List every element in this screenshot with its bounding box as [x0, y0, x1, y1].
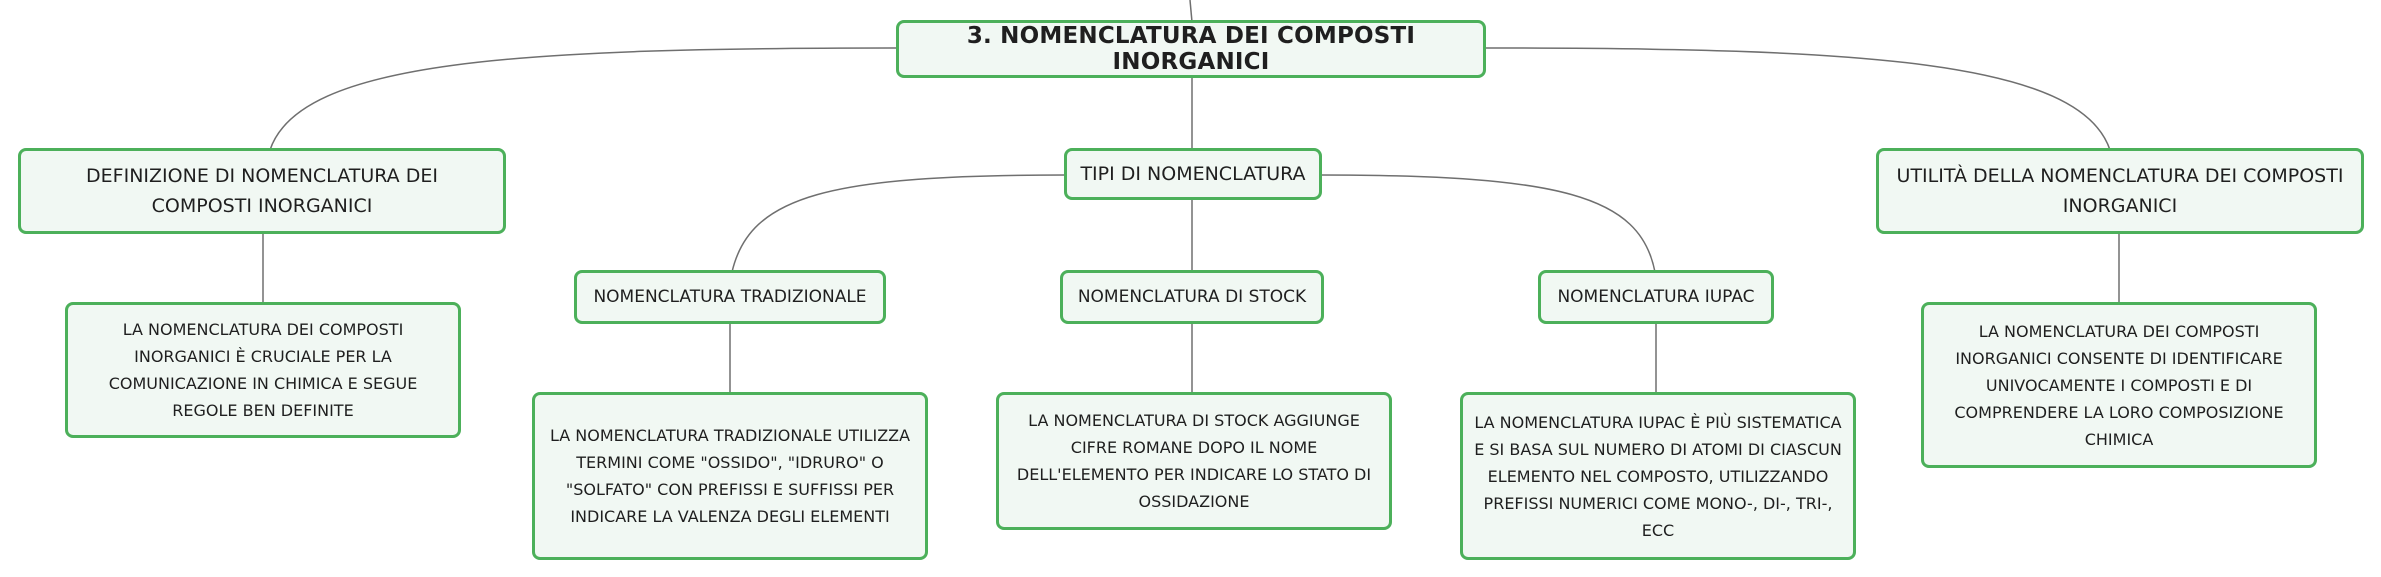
detail-definizione[interactable]: LA NOMENCLATURA DEI COMPOSTI INORGANICI …	[65, 302, 461, 438]
detail-iupac-text: LA NOMENCLATURA IUPAC È PIÙ SISTEMATICA …	[1474, 412, 1842, 540]
branch-tipi-label: TIPI DI NOMENCLATURA	[1080, 163, 1306, 185]
branch-definizione[interactable]: DEFINIZIONE DI NOMENCLATURA DEI COMPOSTI…	[18, 148, 506, 234]
detail-iupac[interactable]: LA NOMENCLATURA IUPAC È PIÙ SISTEMATICA …	[1460, 392, 1856, 560]
detail-utilita-text: LA NOMENCLATURA DEI COMPOSTI INORGANICI …	[1954, 321, 2284, 449]
detail-utilita[interactable]: LA NOMENCLATURA DEI COMPOSTI INORGANICI …	[1921, 302, 2317, 468]
connector-root-to-definizione	[269, 47, 899, 151]
subbranch-tradizionale[interactable]: NOMENCLATURA TRADIZIONALE	[574, 270, 886, 324]
connector-root-to-utilita	[1483, 47, 2111, 151]
detail-definizione-text: LA NOMENCLATURA DEI COMPOSTI INORGANICI …	[108, 320, 418, 420]
subbranch-stock[interactable]: NOMENCLATURA DI STOCK	[1060, 270, 1324, 324]
detail-stock[interactable]: LA NOMENCLATURA DI STOCK AGGIUNGE CIFRE …	[996, 392, 1392, 530]
subbranch-tradizionale-label: NOMENCLATURA TRADIZIONALE	[593, 287, 867, 307]
subbranch-iupac[interactable]: NOMENCLATURA IUPAC	[1538, 270, 1774, 324]
branch-tipi[interactable]: TIPI DI NOMENCLATURA	[1064, 148, 1322, 200]
detail-stock-text: LA NOMENCLATURA DI STOCK AGGIUNGE CIFRE …	[1016, 411, 1372, 511]
branch-utilita-label: UTILITÀ DELLA NOMENCLATURA DEI COMPOSTI …	[1896, 165, 2344, 217]
detail-tradizionale-text: LA NOMENCLATURA TRADIZIONALE UTILIZZA TE…	[549, 426, 911, 526]
connector-tipi-to-tradizionale	[731, 174, 1067, 273]
root-node[interactable]: 3. NOMENCLATURA DEI COMPOSTI INORGANICI	[896, 20, 1486, 78]
root-label: 3. NOMENCLATURA DEI COMPOSTI INORGANICI	[966, 23, 1416, 75]
branch-utilita[interactable]: UTILITÀ DELLA NOMENCLATURA DEI COMPOSTI …	[1876, 148, 2364, 234]
connector-parent-stub	[1189, 0, 1193, 23]
branch-definizione-label: DEFINIZIONE DI NOMENCLATURA DEI COMPOSTI…	[86, 165, 438, 217]
subbranch-stock-label: NOMENCLATURA DI STOCK	[1077, 287, 1307, 307]
detail-tradizionale[interactable]: LA NOMENCLATURA TRADIZIONALE UTILIZZA TE…	[532, 392, 928, 560]
subbranch-iupac-label: NOMENCLATURA IUPAC	[1557, 287, 1755, 307]
connector-tipi-to-iupac	[1318, 174, 1656, 273]
